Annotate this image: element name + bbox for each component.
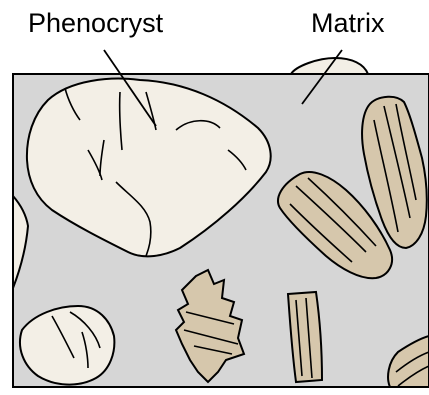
matrix-label: Matrix [311,8,385,38]
phenocryst-label: Phenocryst [28,8,164,38]
